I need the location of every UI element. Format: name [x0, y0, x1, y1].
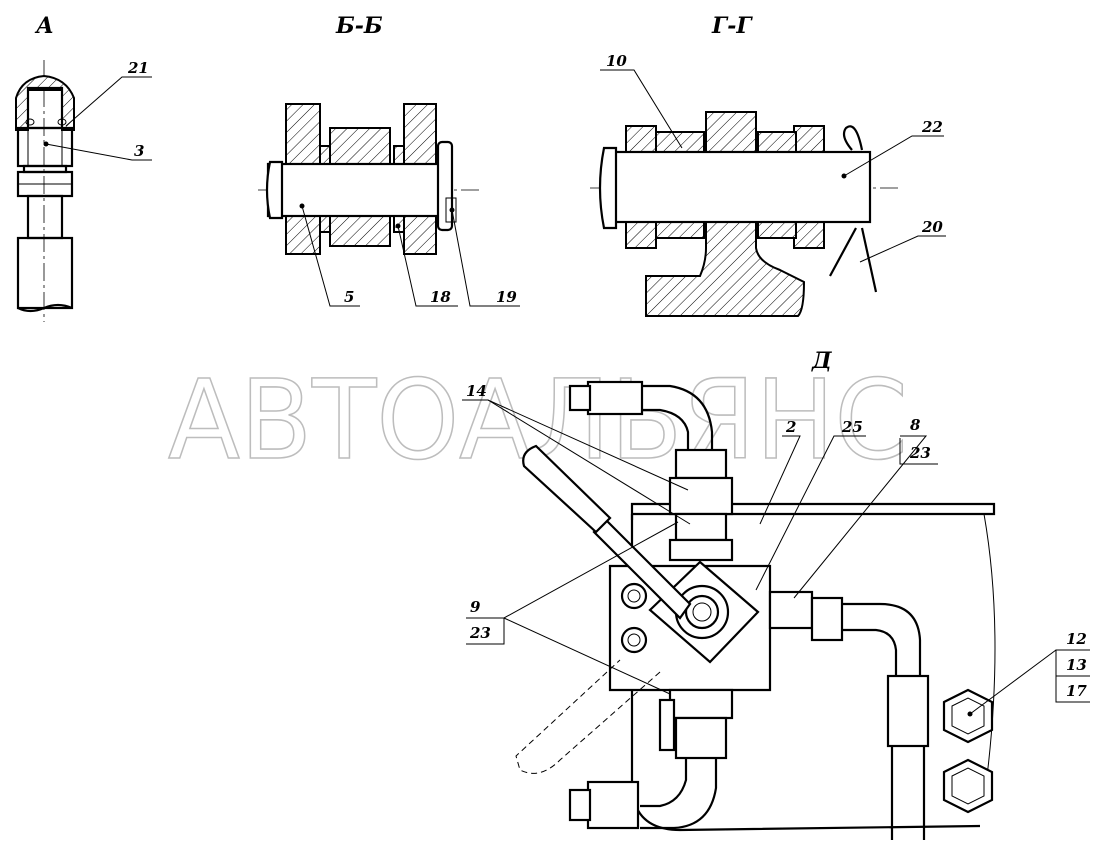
callout-2: 2 — [785, 418, 796, 436]
view-title-gg: Г-Г — [711, 13, 753, 39]
callout-10: 10 — [606, 52, 627, 70]
callout-12: 12 — [1066, 630, 1087, 648]
callout-14: 14 — [466, 382, 487, 400]
callout-5: 5 — [344, 288, 354, 306]
callout-9: 9 — [470, 598, 481, 616]
callout-13: 13 — [1066, 656, 1087, 674]
view-a-detail — [15, 60, 75, 322]
view-bb-section — [258, 103, 480, 255]
view-gg-section — [590, 111, 900, 317]
callout-20: 20 — [921, 218, 943, 236]
view-d-valve-assembly — [515, 380, 996, 840]
view-title-a: А — [34, 13, 54, 39]
callout-18: 18 — [430, 288, 451, 306]
callout-23-left: 23 — [469, 624, 491, 642]
view-title-d: Д — [811, 348, 832, 374]
callout-21: 21 — [127, 59, 149, 77]
callout-19: 19 — [496, 288, 517, 306]
callout-22: 22 — [921, 118, 943, 136]
callout-8: 8 — [910, 416, 921, 434]
callout-25: 25 — [841, 418, 863, 436]
callout-3: 3 — [134, 142, 144, 160]
callout-17: 17 — [1066, 682, 1087, 700]
callout-23-top: 23 — [909, 444, 931, 462]
view-title-bb: Б-Б — [335, 13, 383, 39]
